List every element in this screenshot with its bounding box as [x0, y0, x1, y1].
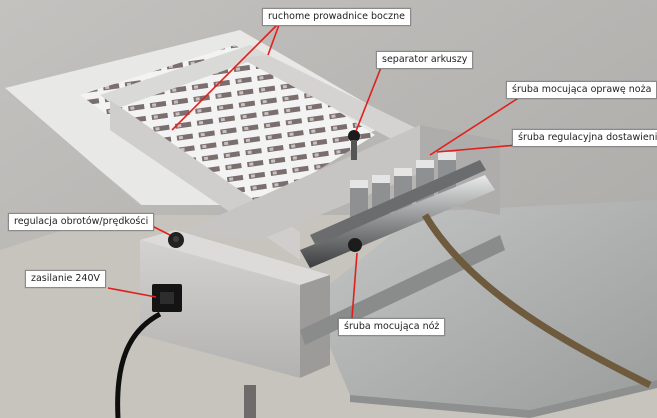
front-panel-top	[140, 230, 330, 285]
label-knife-screw: śruba mocująca nóż	[338, 318, 446, 336]
label-knife-holder-screw: śruba mocująca oprawę noża	[506, 81, 657, 99]
power-socket-inner	[160, 292, 174, 304]
output-tray-edge	[350, 380, 657, 418]
output-tray	[310, 200, 657, 410]
roller-upper	[310, 160, 486, 246]
label-power: zasilanie 240V	[25, 270, 107, 288]
label-knife-adjust-screw: śruba regulacyjna dostawienia noża	[512, 129, 657, 147]
front-panel	[140, 240, 300, 378]
power-cable	[115, 311, 162, 418]
callout-lines	[107, 21, 541, 319]
separator-post	[351, 140, 357, 160]
separator-knob	[348, 130, 360, 142]
housing-top	[175, 125, 500, 240]
side-guide-left	[100, 45, 268, 108]
knife-screw-head	[348, 238, 362, 252]
drive-belt	[421, 213, 652, 389]
label-side-guides: ruchome prowadnice boczne	[262, 8, 411, 26]
speed-knob-cap	[173, 236, 179, 242]
label-sheet-separator: separator arkuszy	[376, 51, 474, 69]
table-leg	[244, 385, 256, 418]
label-speed-control: regulacja obrotów/prędkości	[8, 213, 155, 231]
side-guide-right	[240, 55, 440, 150]
